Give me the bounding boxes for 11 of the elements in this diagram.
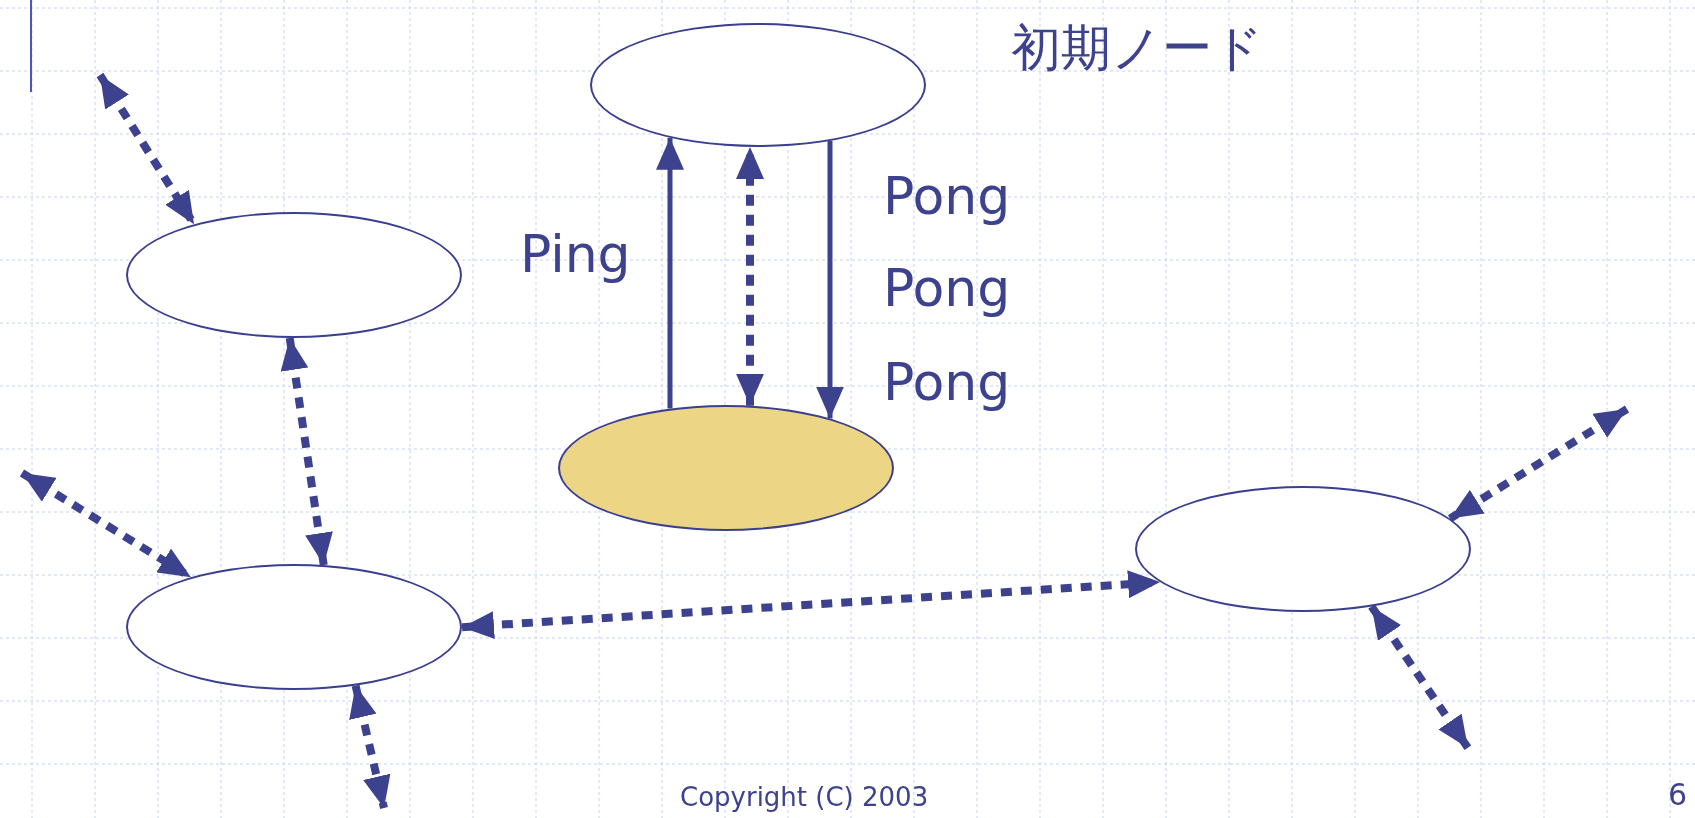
double-arrow — [1447, 405, 1630, 522]
double-arrow — [349, 684, 391, 809]
copyright-note: Copyright (C) 2003 — [680, 784, 929, 810]
double-arrow — [280, 337, 333, 566]
double-arrow — [1368, 604, 1472, 751]
page-number: 6 — [1668, 780, 1688, 810]
arrow — [656, 137, 684, 409]
double-arrow — [461, 570, 1161, 640]
double-arrow — [736, 146, 764, 406]
node-caption: 初期ノード — [1011, 23, 1263, 73]
arrow — [816, 141, 844, 419]
